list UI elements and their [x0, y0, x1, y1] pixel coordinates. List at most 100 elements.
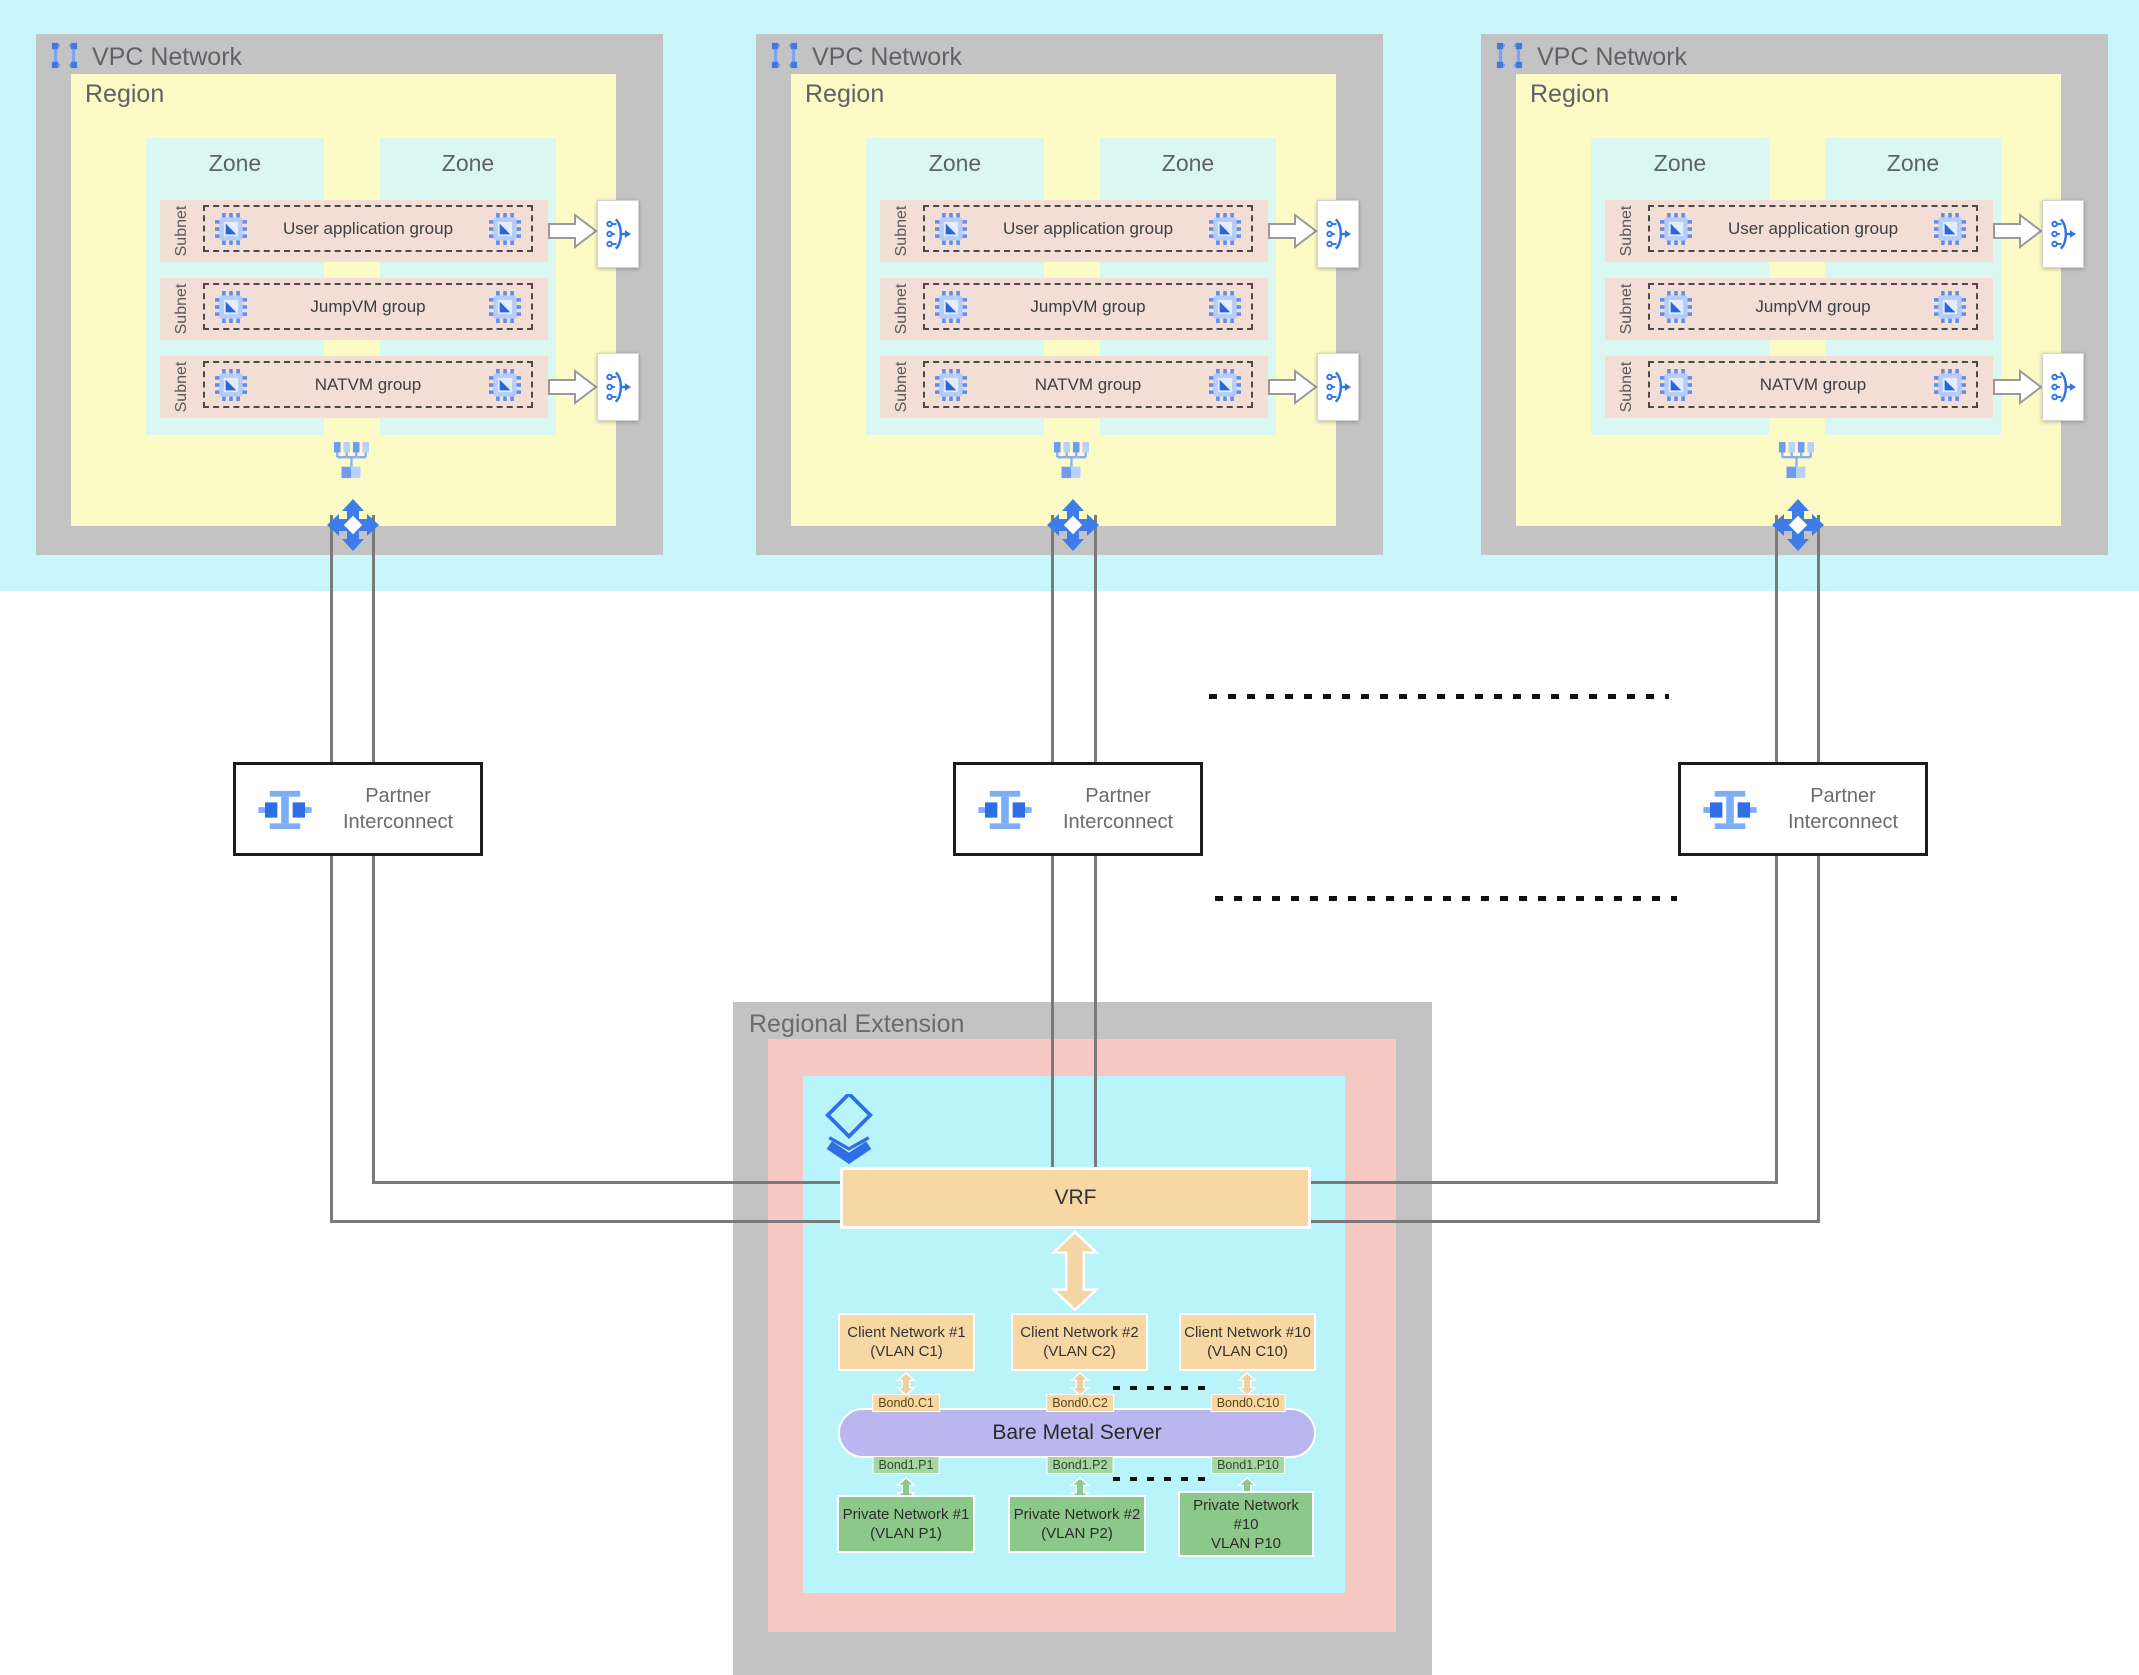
ellipsis-dots — [1215, 896, 1677, 901]
bond0-c1-label: Bond0.C1 — [872, 1394, 940, 1412]
vm-group-box: JumpVM group — [203, 283, 533, 330]
compute-engine-icon — [489, 213, 521, 245]
zone-label: Zone — [1653, 150, 1707, 176]
private-network-10-box: Private Network #10 VLAN P10 — [1178, 1491, 1314, 1557]
client-network-10-box: Client Network #10 (VLAN C10) — [1179, 1313, 1316, 1371]
bond0-c10-label: Bond0.C10 — [1210, 1394, 1286, 1412]
network-switch-icon — [1778, 442, 1814, 480]
subnet-label: Subnet — [1618, 361, 1635, 413]
vpc-network-box: VPC Network Region Zone Zone Subnet User… — [756, 34, 1383, 555]
vpc-network-icon — [771, 42, 798, 69]
vm-group-box: JumpVM group — [923, 283, 1253, 330]
subnet-label: Subnet — [1618, 283, 1635, 335]
block-arrow-icon — [1993, 213, 2043, 249]
block-arrow-icon — [1268, 369, 1318, 405]
compute-engine-icon — [1660, 369, 1692, 401]
vm-group-box: NATVM group — [203, 361, 533, 408]
load-balancer-box — [597, 200, 639, 268]
subnet-row-natvm: Subnet NATVM group — [880, 356, 1268, 418]
double-arrow-icon — [1236, 1372, 1258, 1396]
subnet-label: Subnet — [173, 283, 190, 335]
vpc-network-box: VPC Network Region Zone Zone Subnet User… — [1481, 34, 2108, 555]
load-balancer-icon — [1325, 369, 1351, 405]
regional-extension-title: Regional Extension — [749, 1010, 965, 1038]
vm-group-box: User application group — [1648, 205, 1978, 252]
vm-group-label: NATVM group — [1034, 374, 1142, 394]
compute-engine-icon — [215, 291, 247, 323]
layered-stack-icon — [818, 1094, 880, 1170]
ellipsis-dots — [1113, 1477, 1210, 1481]
vm-group-label: User application group — [1002, 218, 1174, 238]
vpc-network-icon — [51, 42, 78, 69]
move-arrows-icon — [1772, 499, 1824, 551]
vpc-network-box: VPC Network Region Zone Zone Subnet User… — [36, 34, 663, 555]
partner-interconnect-icon — [258, 790, 312, 830]
compute-engine-icon — [935, 213, 967, 245]
subnet-label: Subnet — [893, 205, 910, 257]
vm-group-label: JumpVM group — [310, 296, 426, 316]
compute-engine-icon — [1934, 291, 1966, 323]
bond1-p10-label: Bond1.P10 — [1211, 1456, 1285, 1474]
bare-metal-server: Bare Metal Server — [838, 1408, 1316, 1458]
subnet-row-user-app: Subnet User application group — [880, 200, 1268, 262]
subnet-label: Subnet — [893, 283, 910, 335]
subnet-row-jumpvm: Subnet JumpVM group — [880, 278, 1268, 340]
load-balancer-icon — [2050, 216, 2076, 252]
load-balancer-box — [1317, 200, 1359, 268]
connector-line — [372, 1181, 842, 1184]
block-arrow-icon — [548, 213, 598, 249]
network-switch-icon — [1053, 442, 1089, 480]
region-label: Region — [85, 80, 165, 108]
subnet-label: Subnet — [1618, 205, 1635, 257]
zone-label: Zone — [1886, 150, 1940, 176]
partner-interconnect-label: Partner Interconnect — [1062, 785, 1174, 833]
load-balancer-icon — [2050, 369, 2076, 405]
vm-group-box: NATVM group — [923, 361, 1253, 408]
vm-group-label: JumpVM group — [1755, 296, 1871, 316]
partner-interconnect-box: Partner Interconnect — [233, 762, 483, 856]
compute-engine-icon — [1209, 369, 1241, 401]
partner-interconnect-box: Partner Interconnect — [1678, 762, 1928, 856]
ellipsis-dots — [1209, 694, 1669, 699]
partner-interconnect-icon — [1703, 790, 1757, 830]
move-arrows-icon — [327, 499, 379, 551]
block-arrow-icon — [1268, 213, 1318, 249]
vm-group-box: NATVM group — [1648, 361, 1978, 408]
subnet-row-jumpvm: Subnet JumpVM group — [160, 278, 548, 340]
zone-label: Zone — [928, 150, 982, 176]
zone-label: Zone — [1161, 150, 1215, 176]
private-network-2-box: Private Network #2 (VLAN P2) — [1008, 1495, 1146, 1553]
compute-engine-icon — [489, 369, 521, 401]
vpc-network-title: VPC Network — [812, 43, 963, 71]
vrf-box: VRF — [840, 1167, 1311, 1229]
move-arrows-icon — [1047, 499, 1099, 551]
compute-engine-icon — [1934, 369, 1966, 401]
compute-engine-icon — [1209, 213, 1241, 245]
client-network-1-box: Client Network #1 (VLAN C1) — [838, 1313, 975, 1371]
ellipsis-dots — [1113, 1386, 1210, 1390]
client-network-2-box: Client Network #2 (VLAN C2) — [1011, 1313, 1148, 1371]
bond1-p2-label: Bond1.P2 — [1046, 1456, 1114, 1474]
subnet-label: Subnet — [173, 361, 190, 413]
subnet-row-natvm: Subnet NATVM group — [1605, 356, 1993, 418]
connector-line — [1309, 1181, 1778, 1184]
connector-line — [330, 1220, 842, 1223]
zone-label: Zone — [441, 150, 495, 176]
network-switch-icon — [333, 442, 369, 480]
block-arrow-icon — [1993, 369, 2043, 405]
zone-label: Zone — [208, 150, 262, 176]
compute-engine-icon — [935, 369, 967, 401]
bond1-p1-label: Bond1.P1 — [872, 1456, 940, 1474]
connector-line — [1309, 1220, 1820, 1223]
vm-group-label: User application group — [1727, 218, 1899, 238]
load-balancer-box — [2042, 200, 2084, 268]
compute-engine-icon — [215, 369, 247, 401]
vm-group-label: User application group — [282, 218, 454, 238]
compute-engine-icon — [215, 213, 247, 245]
region-label: Region — [1530, 80, 1610, 108]
compute-engine-icon — [1660, 291, 1692, 323]
bond0-c2-label: Bond0.C2 — [1046, 1394, 1114, 1412]
region-label: Region — [805, 80, 885, 108]
partner-interconnect-icon — [978, 790, 1032, 830]
double-arrow-icon — [1047, 1231, 1103, 1311]
